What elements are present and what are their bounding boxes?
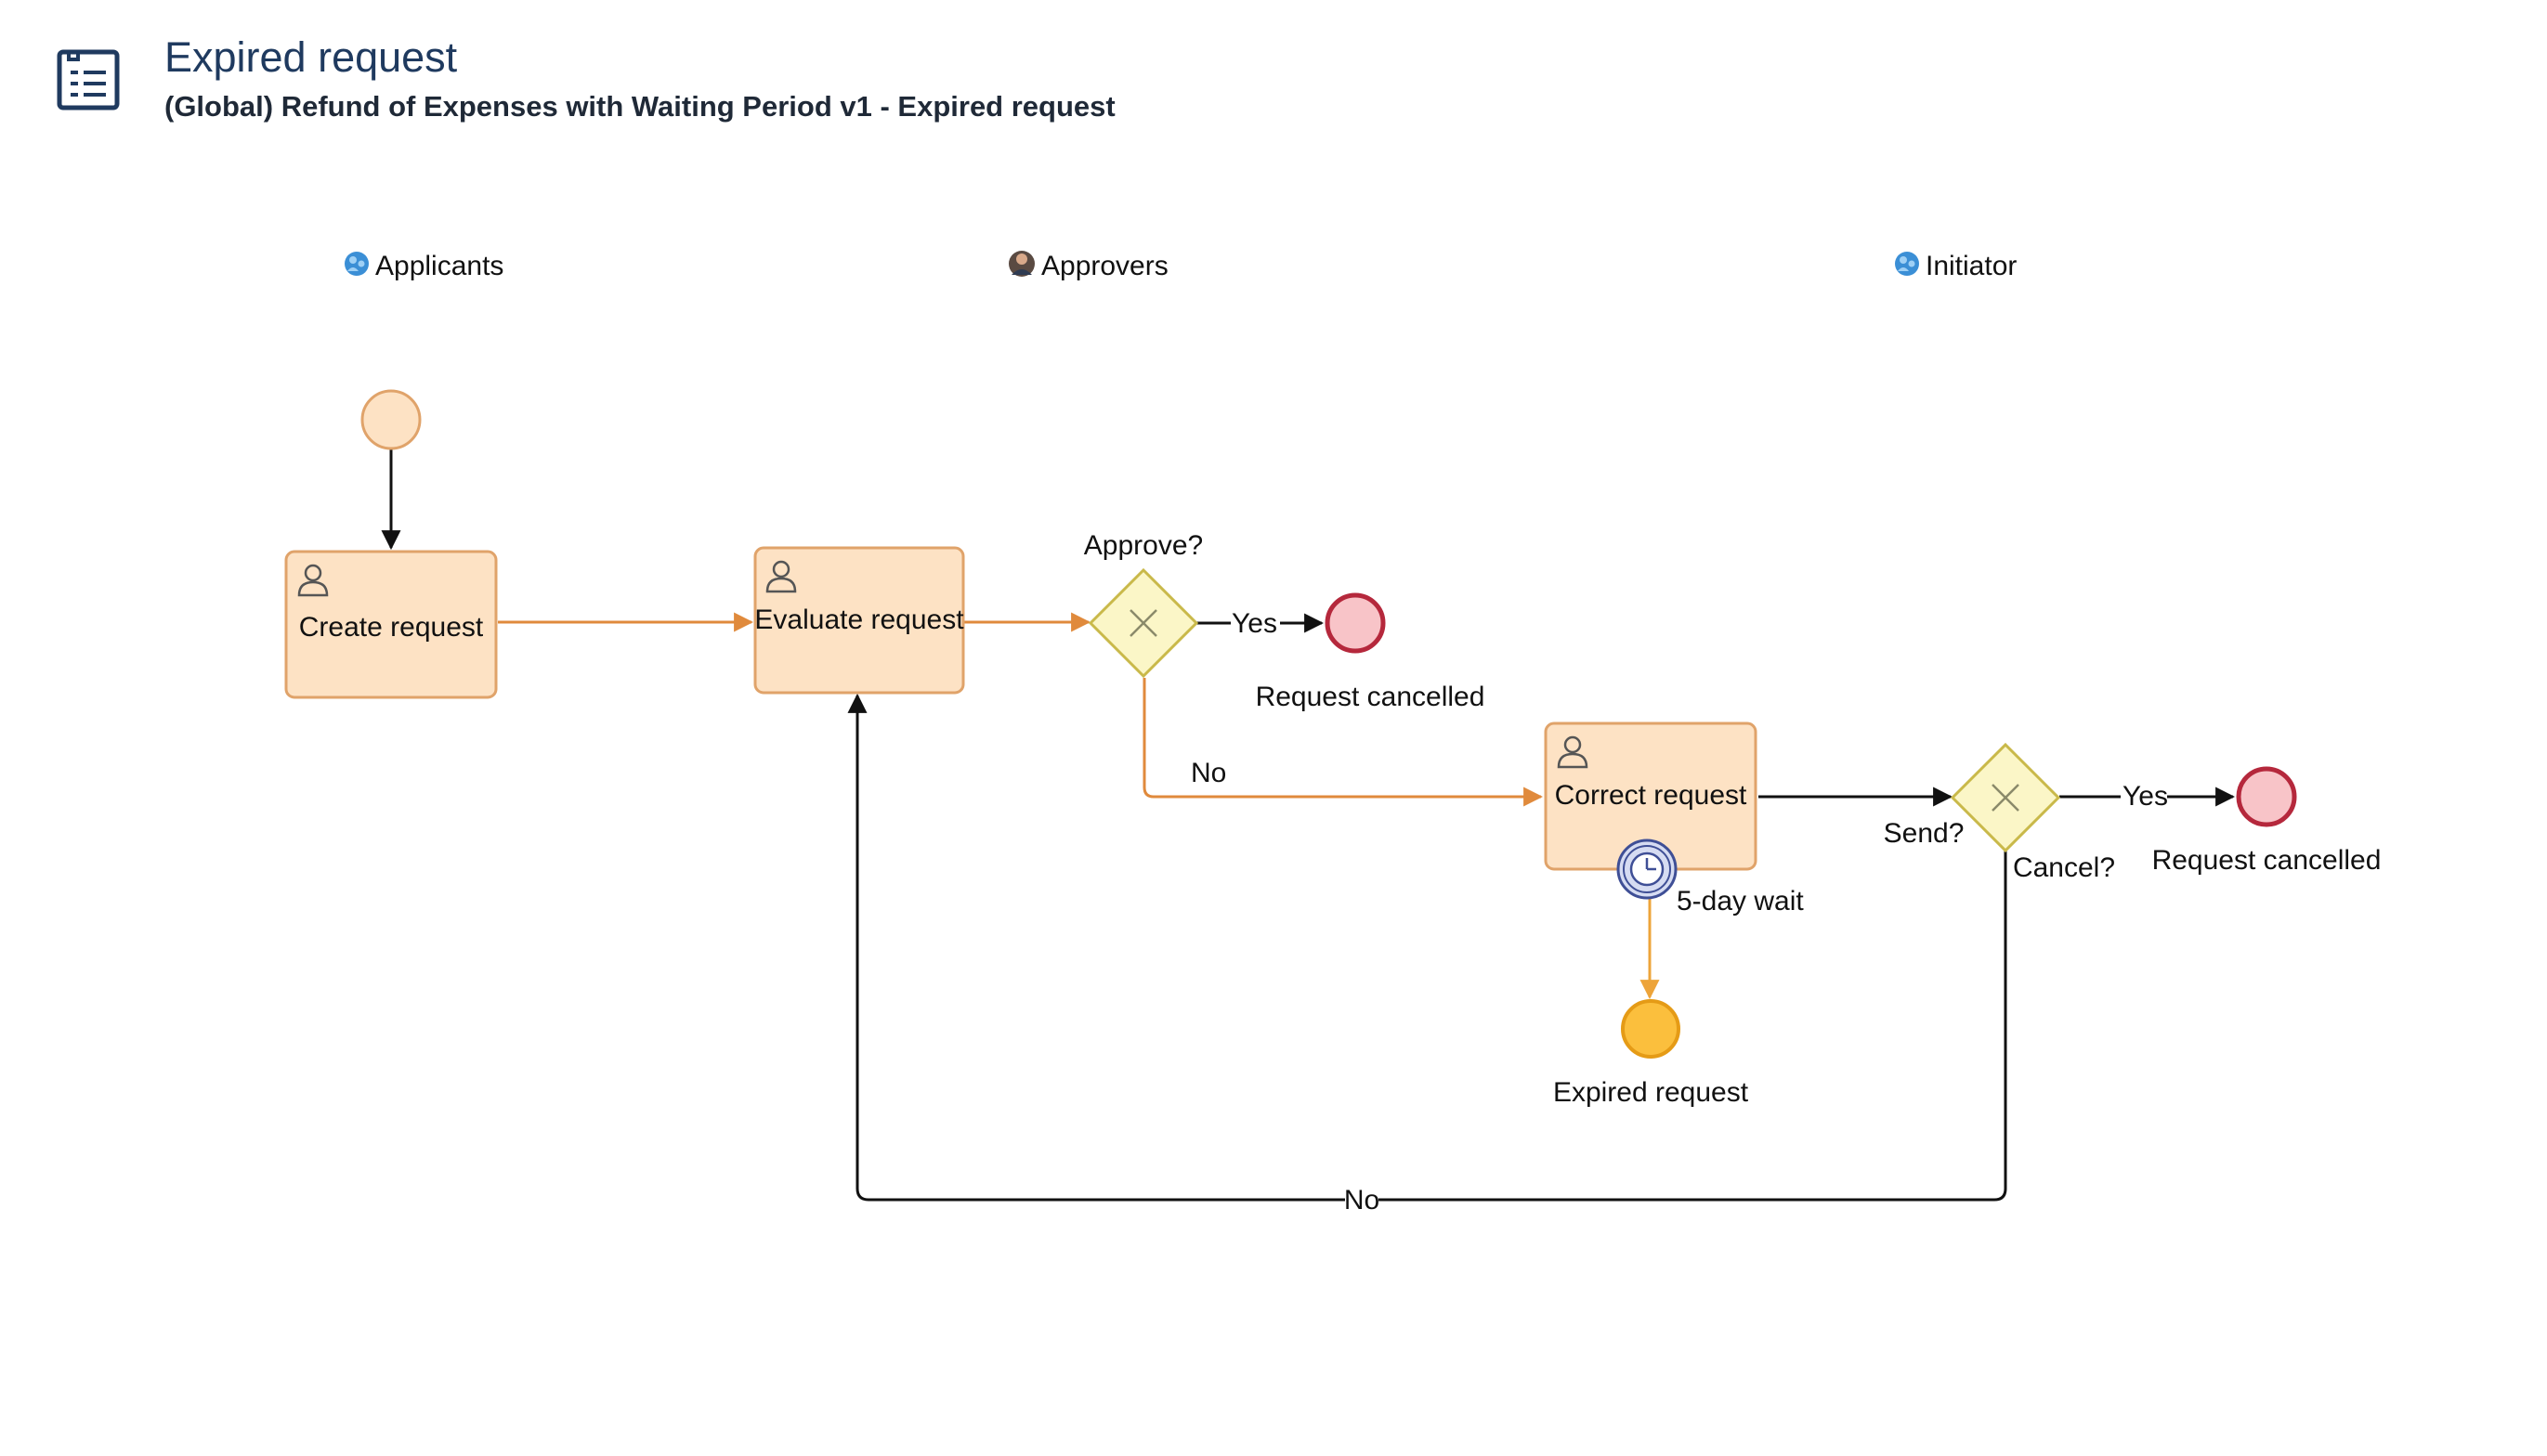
end-event-label-request-cancelled-1: Request cancelled — [1256, 682, 1485, 712]
flow-label-cancel-no: No — [1344, 1185, 1379, 1216]
lane-label-initiator: Initiator — [1926, 251, 2017, 281]
process-document-icon — [56, 46, 121, 111]
clock-icon — [1629, 852, 1665, 887]
group-icon — [1895, 252, 1919, 276]
exclusive-x-icon — [1992, 784, 2019, 812]
gateway-label-send: Send? — [1884, 818, 1965, 849]
task-label-evaluate-request: Evaluate request — [754, 604, 964, 635]
user-task-icon — [297, 564, 329, 597]
gateway-cancel[interactable] — [1950, 742, 2061, 853]
lane-approvers: Approvers — [1009, 251, 1169, 281]
lane-label-approvers: Approvers — [1041, 251, 1169, 281]
timer-boundary-event[interactable] — [1616, 838, 1678, 900]
task-evaluate-request[interactable]: Evaluate request — [753, 546, 965, 695]
task-create-request[interactable]: Create request — [284, 550, 498, 699]
end-event-label-request-cancelled-2: Request cancelled — [2152, 845, 2382, 876]
header: Expired request (Global) Refund of Expen… — [0, 0, 2547, 149]
group-icon — [345, 252, 369, 276]
lane-label-applicants: Applicants — [375, 251, 503, 281]
task-correct-request[interactable]: Correct request — [1544, 722, 1757, 871]
flows — [381, 448, 2236, 1202]
flow-label-cancel-no-bg — [1345, 1187, 1378, 1213]
start-event[interactable] — [360, 389, 422, 450]
task-label-create-request: Create request — [299, 612, 484, 643]
flow-label-cancel-yes: Yes — [2122, 781, 2168, 812]
end-event-request-cancelled-1[interactable] — [1325, 592, 1386, 654]
page-title: Expired request — [164, 33, 458, 81]
end-event-expired-request[interactable] — [1621, 999, 1680, 1059]
gateway-label-approve: Approve? — [1084, 530, 1203, 561]
user-task-icon — [765, 560, 797, 593]
page-subtitle: (Global) Refund of Expenses with Waiting… — [164, 90, 1116, 123]
exclusive-x-icon — [1130, 609, 1157, 637]
timer-label: 5-day wait — [1677, 886, 1804, 916]
lane-applicants: Applicants — [345, 251, 503, 281]
task-label-correct-request: Correct request — [1555, 780, 1747, 811]
user-avatar-icon — [1009, 251, 1035, 277]
gateway-approve[interactable] — [1088, 567, 1199, 679]
lane-initiator: Initiator — [1895, 251, 2017, 281]
user-task-icon — [1557, 735, 1588, 769]
flow-label-approve-yes: Yes — [1232, 608, 1277, 639]
end-event-label-expired-request: Expired request — [1553, 1077, 1749, 1108]
flow-approve-no — [1143, 678, 1544, 807]
gateway-label-cancel: Cancel? — [2013, 852, 2115, 883]
flow-label-approve-no: No — [1191, 758, 1226, 788]
flow-cancel-no — [847, 693, 2007, 1202]
end-event-request-cancelled-2[interactable] — [2236, 766, 2297, 827]
